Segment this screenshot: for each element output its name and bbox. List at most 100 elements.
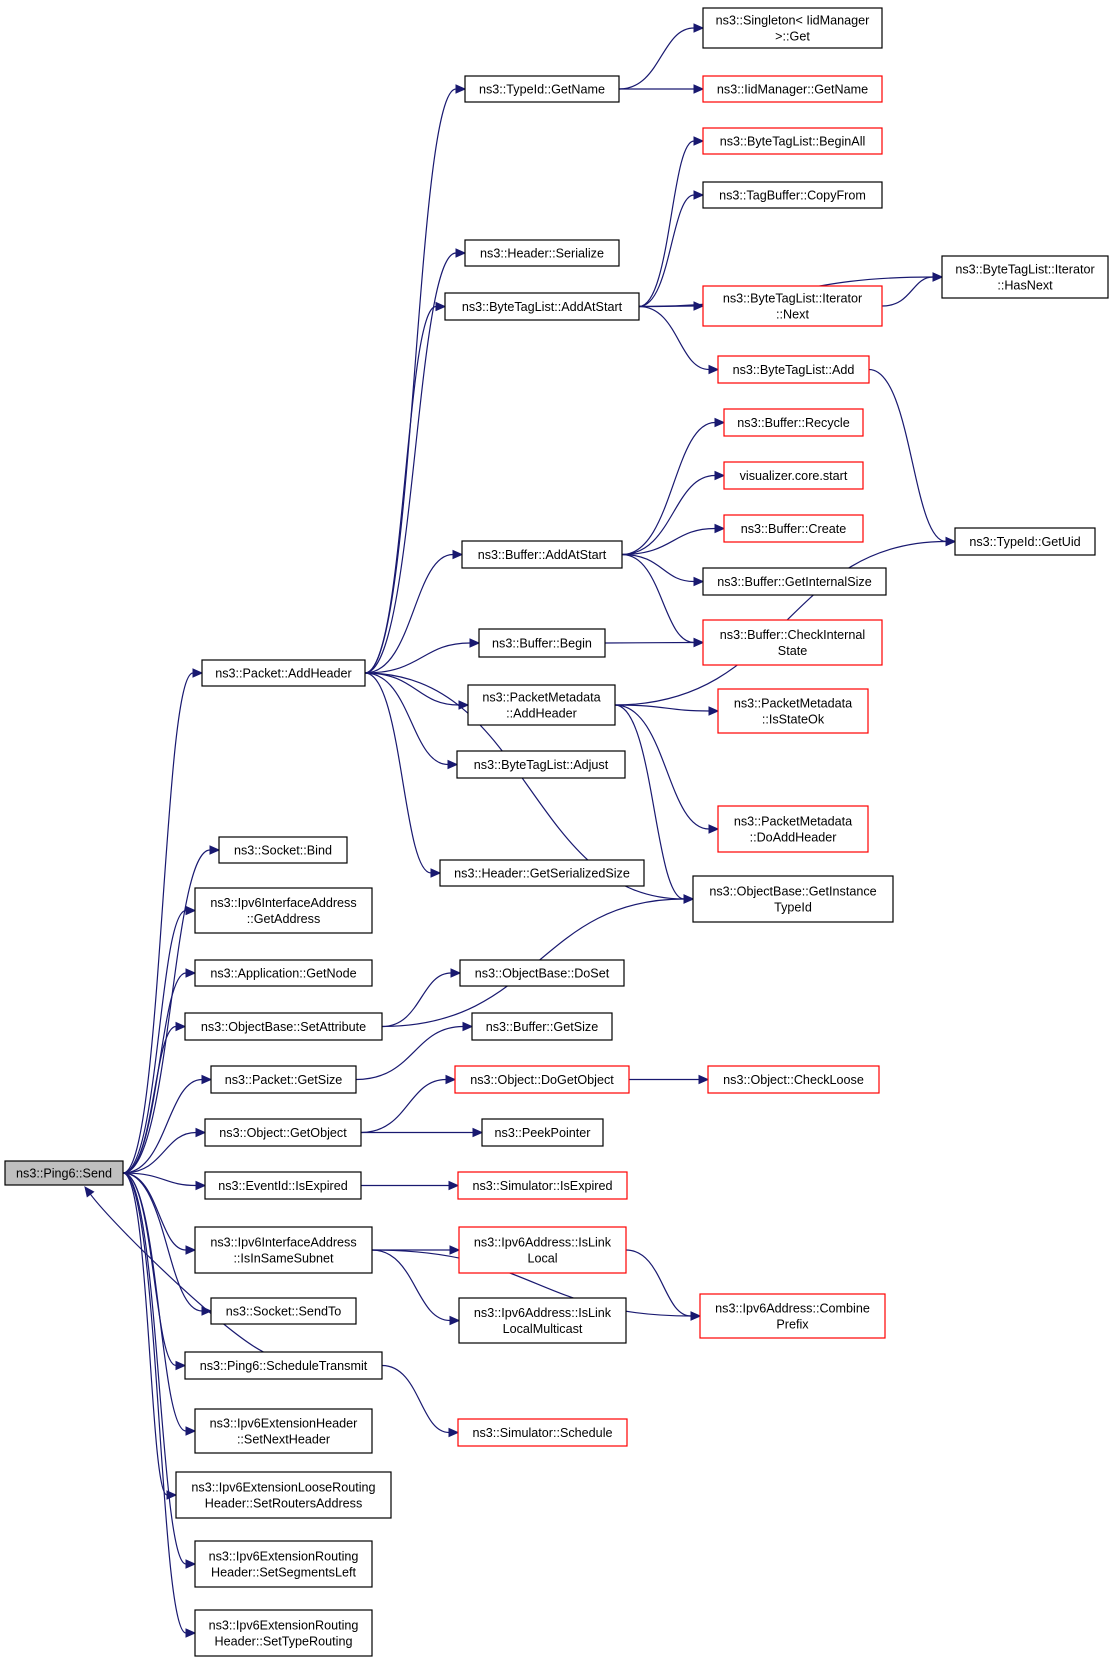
node-settyperouting[interactable]: ns3::Ipv6ExtensionRoutingHeader::SetType…	[194, 1609, 373, 1657]
node-label: ns3::Socket::Bind	[234, 844, 332, 858]
node-box	[218, 836, 348, 864]
node-box	[194, 1609, 373, 1657]
node-box	[4, 1160, 124, 1186]
call-edge-send-to-ifaddrgetaddress	[122, 909, 187, 1174]
call-edge-addheader-to-getinstancetypeid	[364, 672, 685, 900]
node-label: ns3::Packet::AddHeader	[215, 667, 352, 681]
node-send[interactable]: ns3::Ping6::Send	[4, 1160, 124, 1186]
node-label: ::DoAddHeader	[750, 831, 837, 845]
node-bufaddatstart[interactable]: ns3::Buffer::AddAtStart	[461, 540, 623, 569]
node-setnextheader[interactable]: ns3::Ipv6ExtensionHeader::SetNextHeader	[194, 1408, 373, 1454]
call-edge-send-to-pktgetsize	[122, 1078, 203, 1174]
arrow-head-icon	[435, 301, 447, 312]
call-edge-isinsamesubnet-to-combineprefix	[371, 1249, 692, 1317]
call-edge-setattribute-to-doset	[381, 972, 452, 1028]
node-label: ns3::Ipv6InterfaceAddress	[210, 896, 356, 910]
arrow-head-icon	[708, 706, 720, 716]
node-eventisexpired[interactable]: ns3::EventId::IsExpired	[204, 1171, 362, 1200]
node-hdrserialize[interactable]: ns3::Header::Serialize	[464, 239, 620, 267]
node-isinsamesubnet[interactable]: ns3::Ipv6InterfaceAddress::IsInSameSubne…	[194, 1226, 373, 1274]
node-getobject[interactable]: ns3::Object::GetObject	[204, 1118, 362, 1147]
node-label: ns3::Ping6::ScheduleTransmit	[200, 1359, 368, 1373]
node-btladdatstart[interactable]: ns3::ByteTagList::AddAtStart	[444, 292, 640, 321]
node-label: ns3::ObjectBase::DoSet	[475, 967, 610, 981]
node-setsegmentsleft[interactable]: ns3::Ipv6ExtensionRoutingHeader::SetSegm…	[194, 1540, 373, 1588]
arrow-head-icon	[84, 1186, 95, 1198]
node-box	[210, 1065, 357, 1094]
node-recycle[interactable]: ns3::Buffer::Recycle	[723, 408, 864, 437]
arrow-head-icon	[445, 1074, 457, 1085]
node-btladjust[interactable]: ns3::ByteTagList::Adjust	[456, 750, 626, 779]
node-box	[702, 567, 887, 596]
node-setroutersaddress[interactable]: ns3::Ipv6ExtensionLooseRoutingHeader::Se…	[175, 1471, 392, 1519]
node-dogetobject[interactable]: ns3::Object::DoGetObject	[454, 1065, 630, 1094]
node-label: ns3::PeekPointer	[495, 1126, 591, 1140]
node-beginall[interactable]: ns3::ByteTagList::BeginAll	[702, 127, 883, 155]
node-socketbind[interactable]: ns3::Socket::Bind	[218, 836, 348, 864]
node-peekpointer[interactable]: ns3::PeekPointer	[481, 1118, 604, 1147]
node-copyfrom[interactable]: ns3::TagBuffer::CopyFrom	[702, 181, 883, 209]
node-label: visualizer.core.start	[740, 469, 848, 483]
node-box	[717, 805, 869, 853]
node-simschedule[interactable]: ns3::Simulator::Schedule	[457, 1418, 628, 1447]
call-edge-send-to-socketbind	[122, 849, 211, 1174]
node-doset[interactable]: ns3::ObjectBase::DoSet	[459, 959, 625, 987]
node-ifaddrgetaddress[interactable]: ns3::Ipv6InterfaceAddress::GetAddress	[194, 887, 373, 934]
node-label: ns3::Ipv6InterfaceAddress	[210, 1236, 356, 1250]
call-edge-pmaddheader-to-doaddheader	[614, 704, 710, 830]
node-label: ns3::Simulator::Schedule	[472, 1426, 612, 1440]
node-getserializedsize[interactable]: ns3::Header::GetSerializedSize	[439, 859, 645, 887]
node-bufbegin[interactable]: ns3::Buffer::Begin	[478, 628, 606, 658]
arrow-head-icon	[458, 700, 470, 710]
node-vizstart[interactable]: visualizer.core.start	[723, 461, 864, 490]
call-edge-addheader-to-pmaddheader	[364, 672, 460, 706]
call-edge-addheader-to-bufbegin	[364, 642, 471, 674]
node-label: ns3::Ping6::Send	[16, 1167, 112, 1181]
call-edge-send-to-appgetnode	[122, 972, 187, 1174]
node-hasnext[interactable]: ns3::ByteTagList::Iterator::HasNext	[941, 255, 1109, 299]
node-label: State	[778, 644, 807, 658]
node-bufcreate[interactable]: ns3::Buffer::Create	[723, 514, 864, 543]
node-box	[439, 859, 645, 887]
node-box	[458, 1297, 627, 1344]
call-edge-pktgetsize-to-bufgetsize	[355, 1025, 464, 1081]
node-isstateok[interactable]: ns3::PacketMetadata::IsStateOk	[717, 688, 869, 734]
node-pmaddheader[interactable]: ns3::PacketMetadata::AddHeader	[467, 684, 616, 726]
node-label: ns3::Ipv6ExtensionRouting	[209, 1619, 359, 1633]
node-box	[702, 75, 883, 103]
node-checkloose[interactable]: ns3::Object::CheckLoose	[707, 1065, 880, 1094]
node-iidgetname[interactable]: ns3::IidManager::GetName	[702, 75, 883, 103]
node-getuid[interactable]: ns3::TypeId::GetUid	[954, 527, 1096, 556]
arrow-head-icon	[455, 248, 467, 258]
call-edge-btladdatstart-to-copyfrom	[638, 194, 695, 308]
node-getinternalsize[interactable]: ns3::Buffer::GetInternalSize	[702, 567, 887, 596]
arrow-head-icon	[452, 549, 464, 560]
node-doaddheader[interactable]: ns3::PacketMetadata::DoAddHeader	[717, 805, 869, 853]
node-iternext[interactable]: ns3::ByteTagList::Iterator::Next	[702, 285, 883, 327]
node-socketsendto[interactable]: ns3::Socket::SendTo	[210, 1297, 357, 1325]
node-bufgetsize[interactable]: ns3::Buffer::GetSize	[471, 1012, 613, 1041]
node-simisexpired[interactable]: ns3::Simulator::IsExpired	[457, 1171, 628, 1200]
call-edge-bufaddatstart-to-vizstart	[621, 474, 716, 556]
node-getname[interactable]: ns3::TypeId::GetName	[464, 75, 620, 103]
node-setattribute[interactable]: ns3::ObjectBase::SetAttribute	[184, 1012, 383, 1041]
node-scheduletransmit[interactable]: ns3::Ping6::ScheduleTransmit	[184, 1351, 383, 1380]
node-pktgetsize[interactable]: ns3::Packet::GetSize	[210, 1065, 357, 1094]
call-edge-addheader-to-btladjust	[364, 672, 449, 766]
arrow-head-icon	[201, 1306, 213, 1316]
node-singleton[interactable]: ns3::Singleton< IidManager>::Get	[702, 7, 883, 49]
node-appgetnode[interactable]: ns3::Application::GetNode	[194, 959, 373, 987]
node-box	[699, 1293, 886, 1339]
arrow-head-icon	[447, 759, 459, 770]
node-btladd[interactable]: ns3::ByteTagList::Add	[717, 355, 870, 384]
arrow-head-icon	[192, 668, 204, 678]
node-label: ns3::Header::GetSerializedSize	[454, 867, 630, 881]
node-box	[941, 255, 1109, 299]
node-label: ns3::Buffer::Begin	[492, 637, 592, 651]
node-addheader[interactable]: ns3::Packet::AddHeader	[201, 659, 366, 687]
